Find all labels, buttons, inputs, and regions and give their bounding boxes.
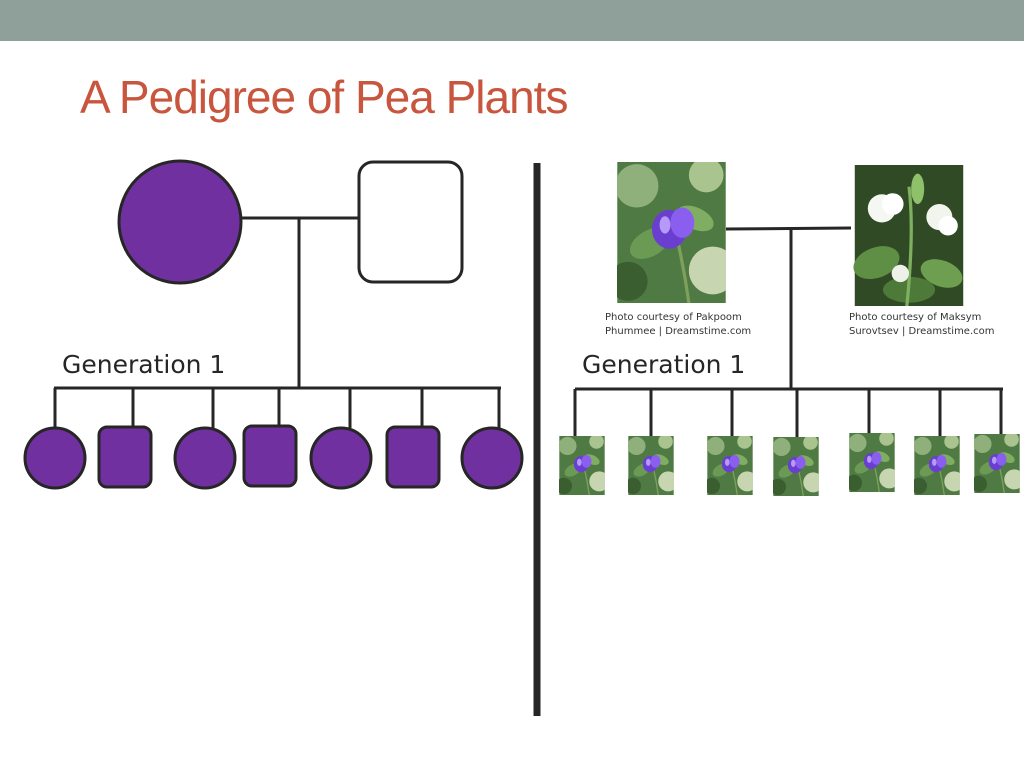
header-band: [0, 0, 1024, 41]
offspring-square: [97, 425, 153, 489]
offspring-circle: [173, 426, 237, 490]
credit-line: Phummee | Dreamstime.com: [605, 326, 752, 337]
offspring-flower-photo: [707, 436, 753, 495]
offspring-square: [385, 425, 441, 489]
parent-male-square: [357, 160, 464, 284]
offspring-circle: [309, 426, 373, 490]
photo-credit-right: Photo courtesy of Maksym Surovtsev | Dre…: [849, 311, 1019, 339]
generation-label-right: Generation 1: [582, 350, 746, 379]
parent-white-flower-photo: [852, 165, 966, 306]
offspring-square: [242, 424, 298, 488]
offspring-flower-photo: [849, 433, 895, 492]
offspring-flower-photo: [914, 436, 960, 495]
offspring-flower-photo: [773, 437, 819, 496]
offspring-flower-photo: [974, 434, 1020, 493]
offspring-circle: [23, 426, 87, 490]
offspring-flower-photo: [559, 436, 605, 495]
parent-purple-flower-photo: [617, 162, 726, 303]
generation-label-left: Generation 1: [62, 350, 226, 379]
photo-credit-left: Photo courtesy of Pakpoom Phummee | Drea…: [605, 311, 775, 339]
right-pedigree: [559, 162, 1020, 496]
offspring-flower-photo: [628, 436, 674, 495]
parent-female-circle: [117, 159, 243, 285]
credit-line: Surovtsev | Dreamstime.com: [849, 326, 995, 337]
credit-line: Photo courtesy of Maksym: [849, 312, 982, 323]
mating-line: [725, 226, 852, 231]
credit-line: Photo courtesy of Pakpoom: [605, 312, 742, 323]
slide-title: A Pedigree of Pea Plants: [80, 71, 568, 123]
offspring-circle: [460, 426, 524, 490]
left-pedigree: [23, 159, 524, 490]
